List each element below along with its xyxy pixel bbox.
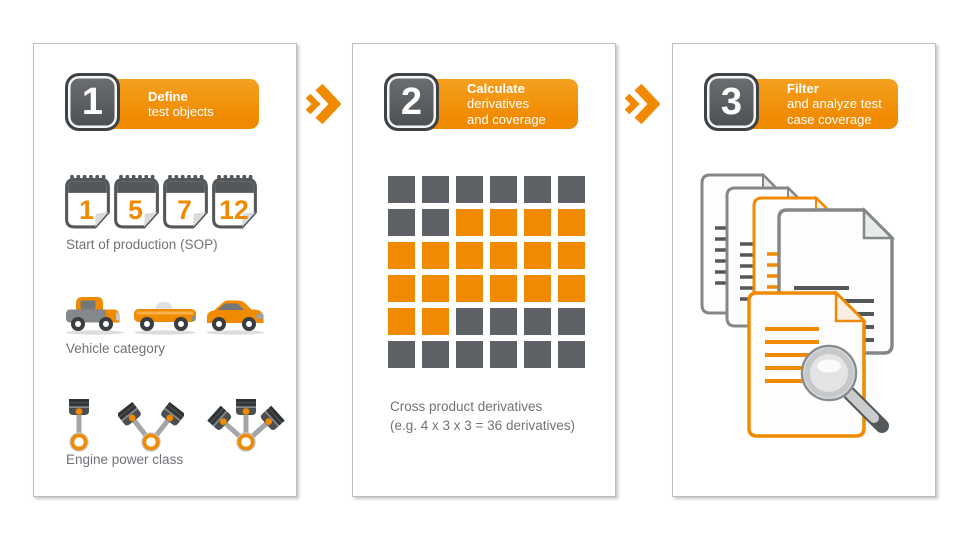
- grid-cell-orange: [558, 275, 585, 302]
- grid-cell-orange: [456, 209, 483, 236]
- grid-cell-gray: [558, 341, 585, 368]
- step-3-subtitle-line1: and analyze test: [787, 96, 882, 112]
- step-2-subtitle-line2: and coverage: [467, 111, 546, 127]
- engine-power-row: [62, 386, 286, 452]
- step-2-number: 2: [400, 80, 423, 123]
- derivative-grid: [388, 176, 585, 368]
- grid-cell-gray: [490, 341, 517, 368]
- step-panel-3: Filter and analyze test case coverage 3: [672, 43, 936, 497]
- calendar-icon: 5: [114, 175, 159, 229]
- grid-cell-orange: [490, 242, 517, 269]
- grid-cell-orange: [456, 275, 483, 302]
- coupe-car-icon: [206, 300, 264, 335]
- document-stack-magnifier-icon: [700, 172, 896, 438]
- grid-cell-gray: [524, 308, 551, 335]
- engine-3-cylinder-icon: [206, 397, 286, 452]
- grid-cell-orange: [524, 275, 551, 302]
- grid-cell-orange: [524, 209, 551, 236]
- grid-cell-orange: [388, 242, 415, 269]
- step-1-number: 1: [81, 80, 104, 123]
- grid-caption-line1: Cross product derivatives: [390, 399, 543, 414]
- grid-cell-gray: [524, 176, 551, 203]
- double-chevron-right-icon: [624, 83, 660, 125]
- grid-cell-gray: [490, 308, 517, 335]
- vehicle-category-label: Vehicle category: [66, 341, 166, 356]
- grid-cell-orange: [524, 242, 551, 269]
- grid-cell-gray: [558, 176, 585, 203]
- grid-cell-orange: [388, 275, 415, 302]
- grid-cell-orange: [490, 275, 517, 302]
- step-1-subtitle: test objects: [148, 104, 214, 119]
- calendar-icon: 7: [163, 175, 208, 229]
- calendar-icon: 1: [65, 175, 110, 229]
- vehicle-category-row: [64, 294, 266, 336]
- grid-caption-line2: (e.g. 4 x 3 x 3 = 36 derivatives): [390, 418, 575, 433]
- engine-1-cylinder-icon: [67, 397, 91, 452]
- grid-cell-gray: [422, 209, 449, 236]
- step-2-subtitle-line1: derivatives: [467, 96, 530, 112]
- grid-cell-orange: [422, 308, 449, 335]
- grid-cell-gray: [388, 176, 415, 203]
- grid-cell-orange: [558, 209, 585, 236]
- grid-caption: Cross product derivatives (e.g. 4 x 3 x …: [390, 397, 575, 435]
- grid-cell-gray: [524, 341, 551, 368]
- engine-2-cylinder-icon: [118, 400, 184, 452]
- grid-cell-gray: [456, 341, 483, 368]
- grid-cell-gray: [422, 341, 449, 368]
- vintage-car-icon: [66, 297, 124, 335]
- engine-power-label: Engine power class: [66, 452, 184, 467]
- grid-cell-gray: [558, 308, 585, 335]
- magnifier-icon: [800, 344, 889, 433]
- step-3-number: 3: [720, 80, 743, 123]
- grid-cell-gray: [388, 341, 415, 368]
- calendar-icon: 12: [212, 175, 257, 229]
- grid-cell-gray: [422, 176, 449, 203]
- step-panel-2: Calculate derivatives and coverage 2 Cro…: [352, 43, 616, 497]
- step-panel-1: Define test objects 1 1: [33, 43, 297, 497]
- sop-label: Start of production (SOP): [66, 237, 218, 252]
- grid-cell-orange: [388, 308, 415, 335]
- step-2-number-badge: 2: [384, 73, 439, 131]
- grid-cell-orange: [422, 242, 449, 269]
- grid-cell-orange: [456, 242, 483, 269]
- step-3-number-badge: 3: [704, 73, 759, 131]
- step-3-title: Filter: [787, 80, 819, 96]
- grid-cell-gray: [490, 176, 517, 203]
- roadster-car-icon: [134, 302, 196, 335]
- step-3-subtitle-line2: case coverage: [787, 111, 872, 127]
- calendar-value: 7: [177, 195, 192, 225]
- grid-cell-gray: [456, 308, 483, 335]
- grid-cell-orange: [422, 275, 449, 302]
- grid-cell-orange: [558, 242, 585, 269]
- step-2-title: Calculate: [467, 80, 525, 96]
- sop-calendar-row: 1 5 7 12: [65, 175, 257, 230]
- calendar-value: 5: [128, 195, 143, 225]
- calendar-value: 12: [219, 195, 248, 225]
- calendar-value: 1: [79, 195, 94, 225]
- grid-cell-gray: [456, 176, 483, 203]
- grid-cell-gray: [388, 209, 415, 236]
- step-1-number-badge: 1: [65, 73, 120, 131]
- step-1-title: Define: [148, 88, 188, 104]
- grid-cell-orange: [490, 209, 517, 236]
- double-chevron-right-icon: [305, 83, 341, 125]
